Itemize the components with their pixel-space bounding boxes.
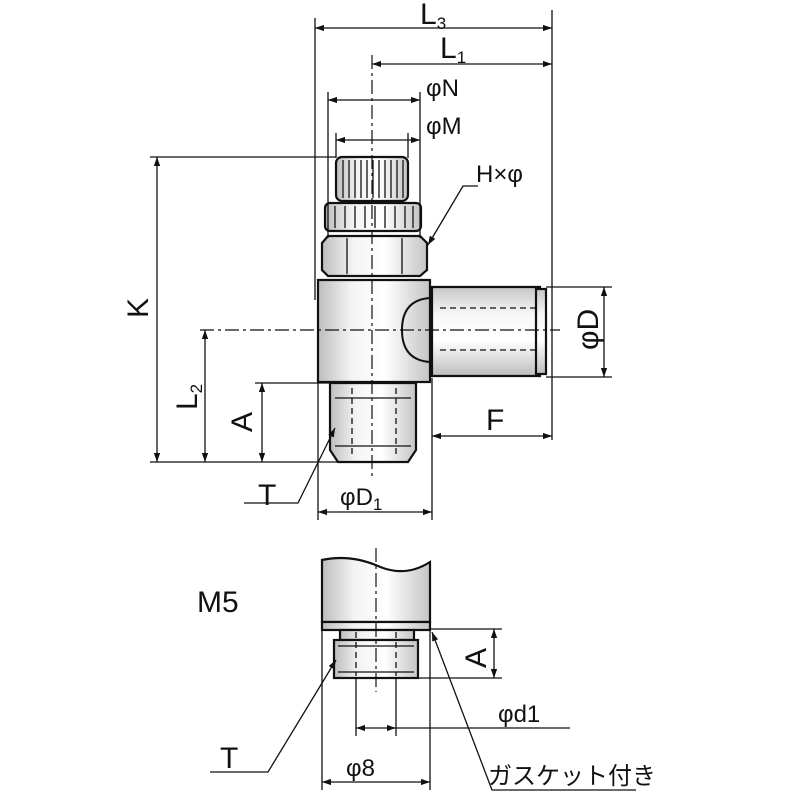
m5-dim-a-label: A	[460, 648, 493, 668]
dim-m-label: φM	[426, 113, 462, 140]
dim-l2-label: L2	[171, 384, 206, 410]
dim-hxphi-label: H×φ	[476, 161, 523, 188]
m5-dim-phi8-label: φ8	[346, 755, 375, 782]
dim-k-label: K	[122, 298, 155, 318]
hex-nut	[320, 234, 429, 278]
valve-body	[316, 278, 432, 384]
m5-title: M5	[197, 586, 239, 619]
dim-l1-label: L1	[440, 32, 466, 67]
push-in-fitting	[430, 285, 548, 378]
main-view: L3 L1 φN φM H×φ K L2 A φD F T φD1	[122, 0, 612, 520]
dim-d1-label: φD1	[340, 484, 382, 514]
m5-gasket-label: ガスケット付き	[488, 763, 656, 790]
dim-n-label: φN	[426, 75, 459, 102]
dim-l3-label: L3	[420, 0, 446, 33]
bottom-thread	[328, 381, 418, 464]
dim-t-label: T	[258, 479, 276, 512]
m5-detail-view: M5 A φd1 φ8 T ガスケット付き	[197, 548, 656, 791]
dim-f-label: F	[486, 404, 504, 437]
lock-nut	[323, 201, 423, 233]
m5-dim-t-label: T	[220, 742, 238, 775]
m5-dim-d1-label: φd1	[498, 701, 540, 728]
dim-a-label: A	[226, 412, 259, 432]
needle-knob	[334, 155, 410, 203]
dim-d-label: φD	[572, 309, 605, 350]
